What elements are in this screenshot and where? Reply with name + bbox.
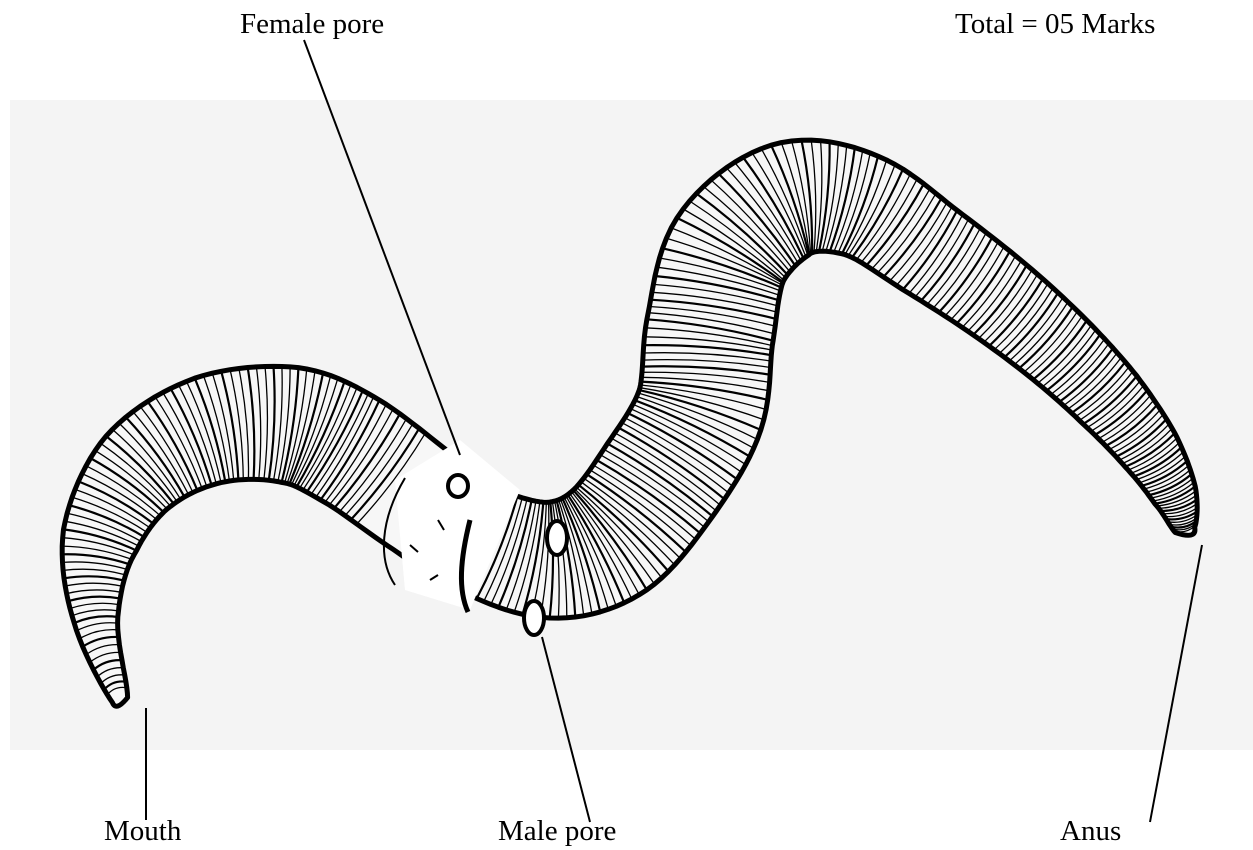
mouth-label: Mouth [104,817,181,846]
female-pore-label: Female pore [240,10,384,39]
male-pore-label: Male pore [498,817,616,846]
female-pore-icon [448,475,468,497]
male-pore-lower-icon [524,601,544,635]
male-pore-upper-icon [547,521,567,555]
total-marks-label: Total = 05 Marks [955,10,1155,39]
anus-label: Anus [1060,817,1121,846]
